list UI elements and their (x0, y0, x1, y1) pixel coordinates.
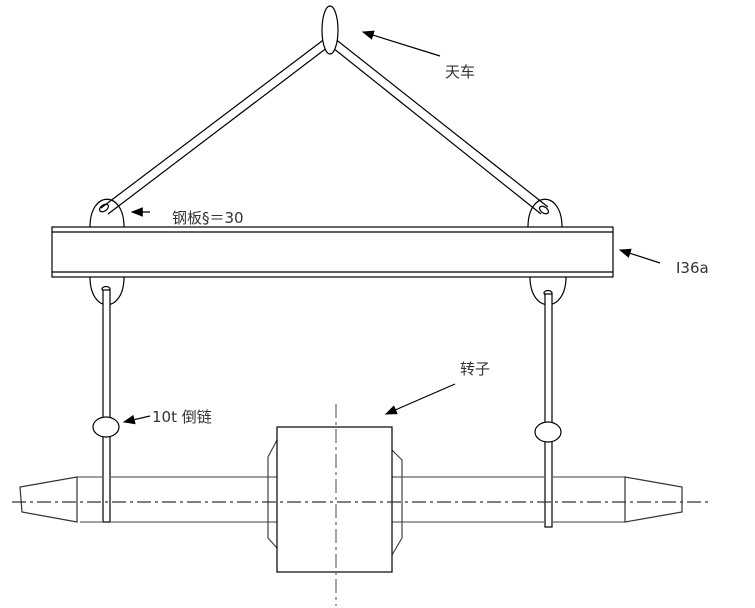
rotor-body (276, 426, 393, 573)
right-chain (534, 289, 562, 528)
left-chain-hoist (92, 416, 120, 438)
plate-top-left (89, 198, 125, 228)
plate-top-right (527, 198, 563, 228)
crane-hook (321, 5, 339, 55)
beam-arrow (618, 248, 661, 264)
left-chain (92, 285, 120, 523)
beam-label: I36a (676, 259, 709, 277)
hoist-arrow (122, 414, 151, 425)
right-chain-hoist (534, 421, 562, 443)
i-beam (51, 226, 614, 278)
left-shaft-cone (19, 476, 78, 523)
right-shaft-cone (624, 476, 683, 523)
crane-label: 天车 (445, 63, 475, 81)
rotor-label: 转子 (460, 360, 490, 378)
rotor-shaft (77, 476, 625, 523)
left-sling (100, 37, 333, 215)
rotor-arrow (384, 383, 456, 415)
chain-hoist-label: 10t 倒链 (152, 408, 212, 426)
right-sling (327, 37, 549, 215)
steel-plate-label: 钢板§＝30 (172, 209, 244, 227)
crane-arrow (361, 30, 441, 57)
